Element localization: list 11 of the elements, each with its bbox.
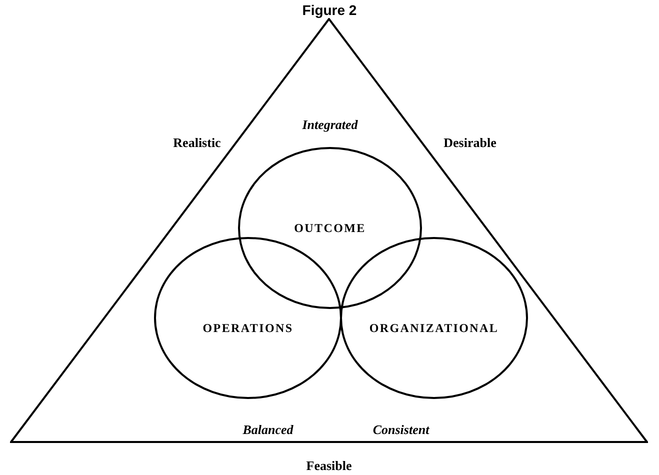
- side-label: Integrated: [302, 117, 358, 133]
- side-label: Consistent: [372, 422, 430, 438]
- side-label: Balanced: [242, 422, 294, 438]
- figure-title: Figure 2: [301, 2, 358, 18]
- triangle-outline: [10, 18, 648, 443]
- circle-label: OPERATIONS: [202, 320, 294, 336]
- side-label: Realistic: [173, 135, 221, 151]
- circle-label: OUTCOME: [294, 220, 366, 236]
- side-label: Desirable: [444, 135, 496, 151]
- side-label: Feasible: [306, 458, 352, 474]
- circle-label: ORGANIZATIONAL: [369, 320, 499, 336]
